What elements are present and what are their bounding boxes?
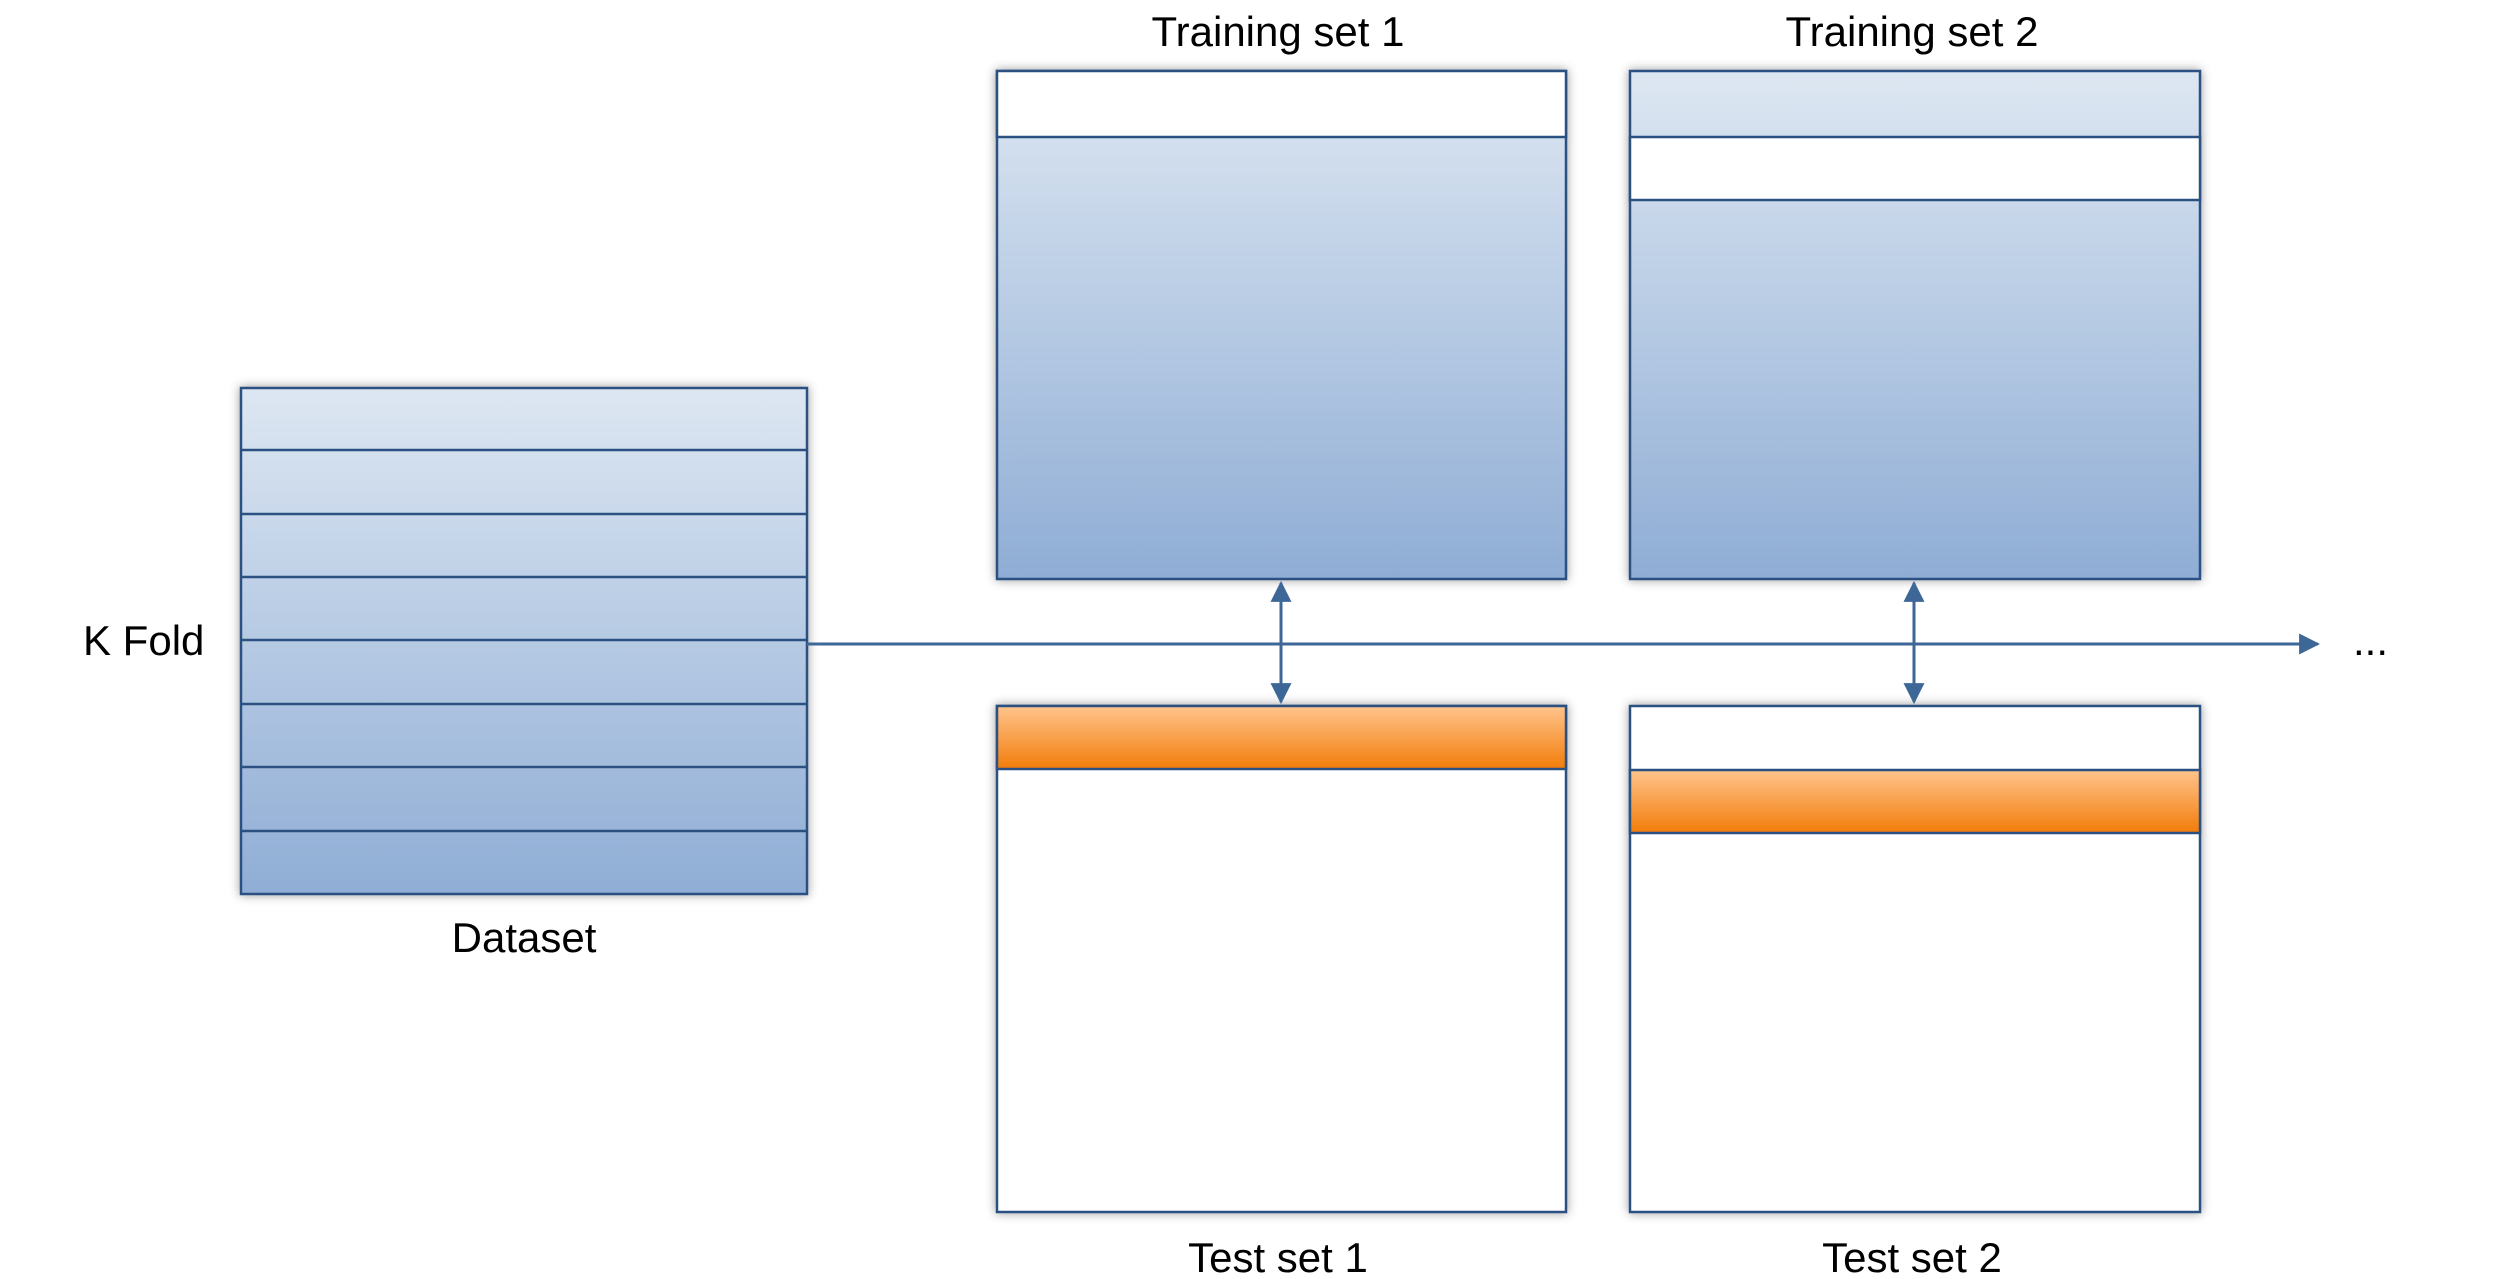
test-set-1-label: Test set 1 — [1188, 1234, 1368, 1279]
training-set-1-box — [995, 69, 1568, 581]
training-set-1-label: Training set 1 — [1152, 8, 1405, 55]
dataset-box — [239, 386, 809, 896]
training-set-2-label: Training set 2 — [1786, 8, 2039, 55]
test-set-2-label: Test set 2 — [1822, 1234, 2002, 1279]
kfold-label: K Fold — [83, 617, 204, 664]
test-set-2-highlighted-fold — [1628, 768, 2202, 835]
dataset-fold-dividers — [241, 448, 807, 833]
test-set-1-box — [995, 704, 1568, 1214]
ellipsis-label: ... — [2353, 617, 2388, 664]
dataset-label: Dataset — [452, 914, 597, 961]
test-set-1-highlighted-fold — [995, 704, 1568, 771]
training-set-1-held-out-fold — [995, 69, 1568, 139]
test-set-2-box — [1628, 704, 2202, 1214]
training-set-2-box — [1628, 69, 2202, 581]
training-set-2-held-out-fold — [1628, 135, 2202, 202]
